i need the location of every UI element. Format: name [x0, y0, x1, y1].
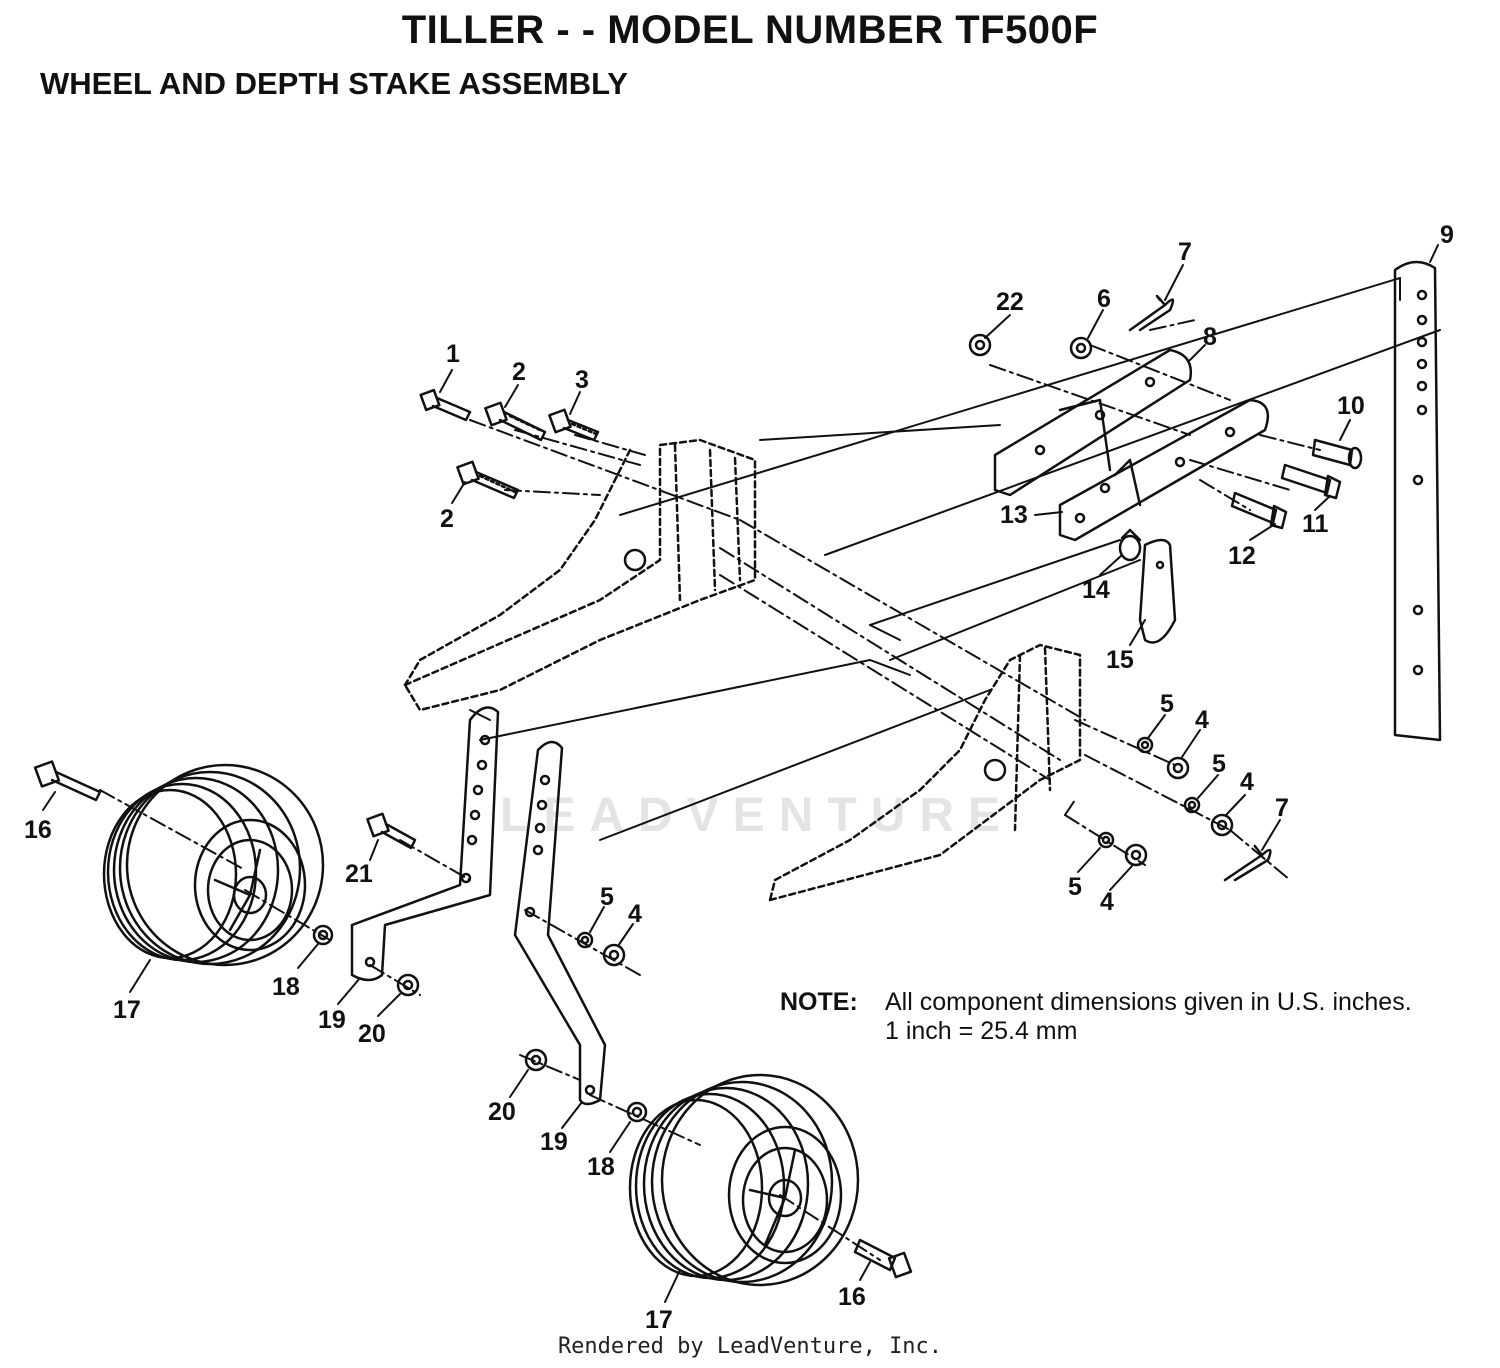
right-side-plate: [768, 643, 1082, 902]
nut-4a: [1166, 756, 1190, 780]
callout-20-upper: 20: [358, 1020, 386, 1048]
left-side-plate: [403, 438, 757, 712]
nut-20b: [524, 1048, 548, 1072]
wheel-17-lower: [628, 1073, 860, 1287]
bolt-10: [1311, 438, 1363, 470]
diagram-title: TILLER - - MODEL NUMBER TF500F: [401, 8, 1099, 52]
callout-9: 9: [1440, 221, 1454, 249]
nut-20a: [396, 973, 420, 997]
wheel-17-upper: [102, 763, 325, 967]
callout-21: 21: [345, 860, 373, 888]
callout-6: 6: [1097, 285, 1111, 313]
hairpin-clip-7-lower: [1223, 844, 1272, 882]
callout-4-b: 4: [1240, 768, 1254, 796]
callout-19-upper: 19: [318, 1006, 346, 1034]
washer-5a: [1136, 736, 1154, 754]
note-label: NOTE:: [780, 988, 858, 1016]
callout-8: 8: [1203, 323, 1217, 351]
bolt-16-lower: [853, 1238, 913, 1279]
bracket-plate-13: [1058, 398, 1270, 542]
left-plate-hole: [623, 548, 647, 572]
washer-5c: [1097, 831, 1115, 849]
latch-15: [1138, 538, 1177, 644]
callout-11: 11: [1302, 510, 1329, 538]
washer-18b: [626, 1101, 648, 1123]
bolt-1: [419, 388, 472, 422]
callout-15: 15: [1106, 646, 1134, 674]
note-line-2: 1 inch = 25.4 mm: [885, 1017, 1078, 1045]
nut-4d: [602, 943, 626, 967]
callout-4-a: 4: [1195, 706, 1209, 734]
bolt-3: [548, 408, 600, 442]
bracket-plate-8: [993, 348, 1193, 497]
callout-13: 13: [1000, 501, 1028, 529]
callout-18-upper: 18: [272, 973, 300, 1001]
callout-16-lower: 16: [838, 1283, 866, 1311]
callout-2-lower: 2: [440, 505, 454, 533]
note-line-1: All component dimensions given in U.S. i…: [885, 988, 1412, 1016]
bolt-2-lower: [456, 460, 520, 500]
callout-5-a: 5: [1160, 690, 1174, 718]
nut-4b: [1210, 813, 1234, 837]
footer-credit: Rendered by LeadVenture, Inc.: [557, 1334, 943, 1359]
watermark: LEADVENTURE: [500, 789, 1015, 842]
callout-4-d: 4: [628, 900, 642, 928]
bolt-12: [1230, 491, 1288, 530]
note-block: NOTE: All component dimensions given in U…: [780, 988, 1412, 1046]
callout-16-upper: 16: [24, 816, 52, 844]
callout-3: 3: [575, 366, 589, 394]
callout-2-upper: 2: [512, 358, 526, 386]
reference-lines: [469, 277, 1441, 841]
washer-5d: [576, 931, 594, 949]
callout-18-lower: 18: [587, 1153, 615, 1181]
callout-17-upper: 17: [113, 996, 141, 1024]
callout-7-lower: 7: [1275, 794, 1289, 822]
spacer-14: [1118, 528, 1142, 562]
nut-6: [1069, 336, 1093, 360]
callout-17-lower: 17: [645, 1306, 673, 1334]
note-body: All component dimensions given in U.S. i…: [885, 988, 1412, 1046]
bolt-16-upper: [33, 760, 102, 802]
callout-14: 14: [1082, 576, 1110, 604]
wheel-bracket-19-left: [350, 706, 500, 982]
callout-5-b: 5: [1212, 750, 1226, 778]
callout-12: 12: [1228, 542, 1256, 570]
nut-4c: [1124, 843, 1148, 867]
callout-22: 22: [996, 288, 1024, 316]
depth-stake-9: [1393, 260, 1442, 742]
bolt-11: [1280, 463, 1342, 500]
diagram-subtitle: WHEEL AND DEPTH STAKE ASSEMBLY: [40, 66, 628, 101]
callout-7-upper: 7: [1178, 238, 1192, 266]
bolt-2-upper: [484, 401, 547, 442]
nut-22: [968, 333, 992, 357]
washer-18a: [312, 924, 334, 946]
callout-19-lower: 19: [540, 1128, 568, 1156]
callout-4-c: 4: [1100, 888, 1114, 916]
callout-leaders: [42, 244, 1439, 1303]
callout-5-c: 5: [1068, 873, 1082, 901]
wheel-bracket-19-right: [513, 740, 607, 1106]
right-plate-hole: [983, 758, 1007, 782]
callout-10: 10: [1337, 392, 1365, 420]
hairpin-clip-7-upper: [1128, 294, 1175, 332]
callout-1: 1: [446, 340, 460, 368]
callout-20-lower: 20: [488, 1098, 516, 1126]
washer-5b: [1183, 796, 1201, 814]
bolt-21: [366, 812, 417, 850]
callout-5-d: 5: [600, 883, 614, 911]
